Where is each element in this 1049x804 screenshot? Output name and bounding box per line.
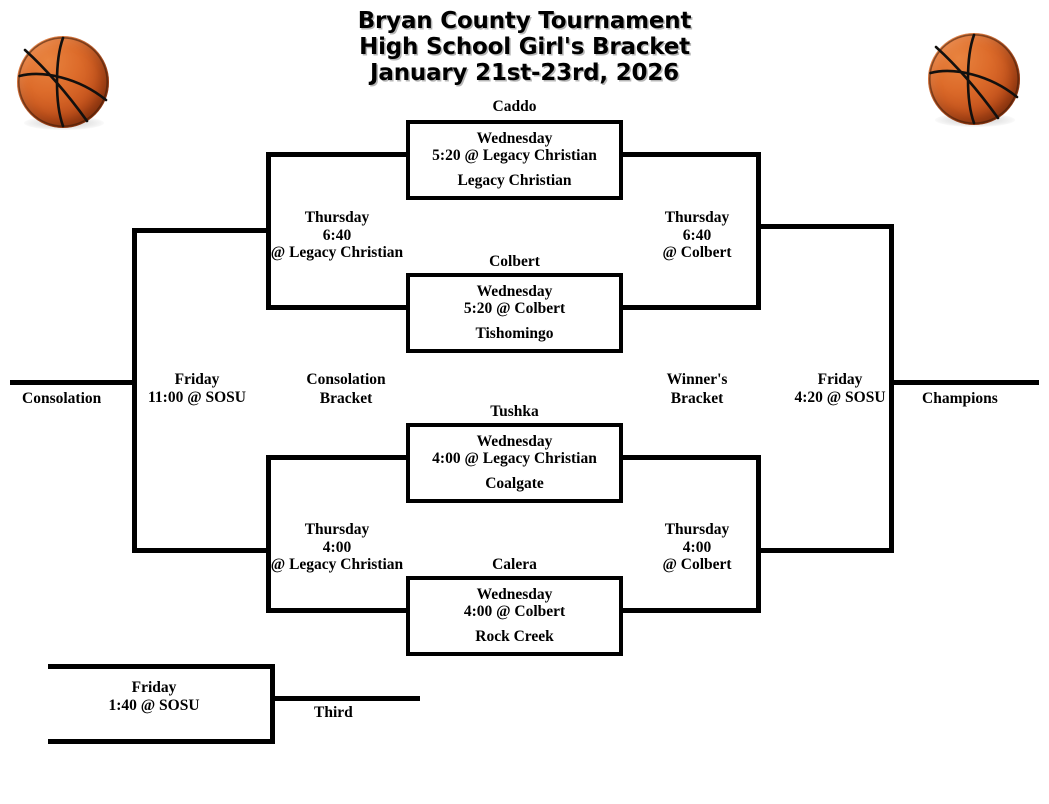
- basketball-seams-icon: [17, 36, 109, 128]
- game-1-seed-bottom: Legacy Christian: [457, 172, 572, 189]
- consolation-bracket-line-2: Bracket: [319, 390, 373, 407]
- winners-semi-lower-label: Thursday 4:00 @ Colbert: [640, 521, 754, 574]
- game-3-seed-bottom: Coalgate: [485, 475, 544, 492]
- game-2-seed-top: Colbert: [489, 253, 540, 270]
- winners-semi-lower-spine: [756, 455, 761, 613]
- championship-spine: [889, 224, 894, 553]
- game-4-seed-top: Calera: [492, 556, 537, 573]
- winners-semi-upper-arm-top: [620, 152, 761, 157]
- consolation-semi-upper-time: 6:40: [322, 226, 352, 244]
- third-place-stem: [270, 696, 420, 701]
- basketball-seams-icon: [928, 33, 1020, 125]
- championship-label: Friday 4:20 @ SOSU: [770, 371, 910, 406]
- consolation-final-spine: [132, 228, 137, 553]
- consolation-semi-upper-arm-top: [266, 152, 408, 157]
- winners-semi-upper-spine: [756, 152, 761, 310]
- consolation-bracket-line-1: Consolation: [306, 371, 386, 388]
- title-line-1: Bryan County Tournament: [357, 8, 692, 34]
- winners-bracket-line-2: Bracket: [670, 390, 724, 407]
- championship-day: Friday: [817, 371, 863, 388]
- basketball-ball: [17, 36, 109, 128]
- winners-semi-upper-site: @ Colbert: [662, 244, 732, 261]
- consolation-final-day: Friday: [174, 371, 220, 388]
- champions-outcome-label: Champions: [922, 390, 998, 407]
- consolation-final-arm-bottom: [132, 548, 270, 553]
- winners-semi-upper-time: 6:40: [682, 226, 712, 244]
- third-place-spine: [270, 664, 275, 744]
- game-4-box: Wednesday 4:00 @ Colbert Rock Creek: [406, 576, 623, 656]
- consolation-semi-upper-spine: [266, 152, 271, 310]
- basketball-icon-left: [17, 36, 115, 134]
- consolation-bracket-heading: Consolation Bracket: [282, 370, 410, 408]
- game-2-time-site: 5:20 @ Colbert: [463, 300, 566, 317]
- consolation-semi-upper-arm-bottom: [266, 305, 408, 310]
- consolation-semi-lower-time: 4:00: [322, 538, 352, 556]
- championship-arm-bottom: [756, 548, 894, 553]
- game-4-seed-bottom: Rock Creek: [475, 628, 554, 645]
- game-1-seed-top: Caddo: [492, 98, 537, 115]
- championship-arm-top: [756, 224, 894, 229]
- winners-semi-upper-label: Thursday 6:40 @ Colbert: [640, 209, 754, 262]
- consolation-final-arm-top: [132, 228, 270, 233]
- third-place-day: Friday: [131, 679, 177, 696]
- third-place-arm-bottom: [48, 739, 275, 744]
- third-place-time-site: 1:40 @ SOSU: [108, 696, 200, 714]
- winners-bracket-heading: Winner's Bracket: [637, 370, 757, 408]
- game-1-box: Wednesday 5:20 @ Legacy Christian Legacy…: [406, 120, 623, 200]
- game-4-time-site: 4:00 @ Colbert: [463, 603, 566, 620]
- title-line-3: January 21st-23rd, 2026: [370, 60, 679, 86]
- third-outcome-label: Third: [314, 704, 353, 721]
- game-2-seed-bottom: Tishomingo: [475, 325, 554, 342]
- game-2-day: Wednesday: [476, 283, 553, 300]
- game-3-box: Wednesday 4:00 @ Legacy Christian Coalga…: [406, 423, 623, 503]
- consolation-final-label: Friday 11:00 @ SOSU: [118, 371, 276, 406]
- consolation-outcome-label: Consolation: [22, 390, 102, 407]
- game-2-box: Wednesday 5:20 @ Colbert Tishomingo: [406, 273, 623, 353]
- consolation-semi-lower-label: Thursday 4:00 @ Legacy Christian: [263, 521, 411, 574]
- game-1-time-site: 5:20 @ Legacy Christian: [432, 147, 597, 164]
- third-place-arm-top: [48, 664, 275, 669]
- page-title: Bryan County Tournament High School Girl…: [0, 8, 1049, 86]
- winners-semi-lower-site: @ Colbert: [662, 556, 732, 573]
- winners-semi-lower-arm-bottom: [620, 608, 761, 613]
- champions-outcome-stem: [889, 380, 1039, 385]
- consolation-semi-lower-arm-bottom: [266, 608, 408, 613]
- consolation-semi-lower-site: @ Legacy Christian: [270, 556, 404, 573]
- consolation-semi-upper-label: Thursday 6:40 @ Legacy Christian: [263, 209, 411, 262]
- consolation-semi-lower-day: Thursday: [304, 521, 370, 538]
- consolation-semi-upper-site: @ Legacy Christian: [270, 244, 404, 261]
- winners-bracket-line-1: Winner's: [666, 371, 728, 388]
- game-1-day: Wednesday: [476, 130, 553, 147]
- game-3-seed-top: Tushka: [490, 403, 539, 420]
- title-line-2: High School Girl's Bracket: [359, 34, 690, 60]
- winners-semi-lower-day: Thursday: [664, 521, 730, 538]
- consolation-semi-upper-day: Thursday: [304, 209, 370, 226]
- winners-semi-upper-arm-bottom: [620, 305, 761, 310]
- consolation-semi-lower-arm-top: [266, 455, 408, 460]
- game-4-day: Wednesday: [476, 586, 553, 603]
- game-3-time-site: 4:00 @ Legacy Christian: [432, 450, 597, 467]
- game-3-day: Wednesday: [476, 433, 553, 450]
- consolation-final-time-site: 11:00 @ SOSU: [148, 388, 246, 406]
- consolation-semi-lower-spine: [266, 455, 271, 613]
- basketball-icon-right: [928, 33, 1026, 131]
- winners-semi-upper-day: Thursday: [664, 209, 730, 226]
- basketball-ball: [928, 33, 1020, 125]
- third-place-label: Friday 1:40 @ SOSU: [79, 679, 229, 714]
- championship-time-site: 4:20 @ SOSU: [794, 388, 886, 406]
- winners-semi-lower-time: 4:00: [682, 538, 712, 556]
- consolation-outcome-stem: [10, 380, 137, 385]
- winners-semi-lower-arm-top: [620, 455, 761, 460]
